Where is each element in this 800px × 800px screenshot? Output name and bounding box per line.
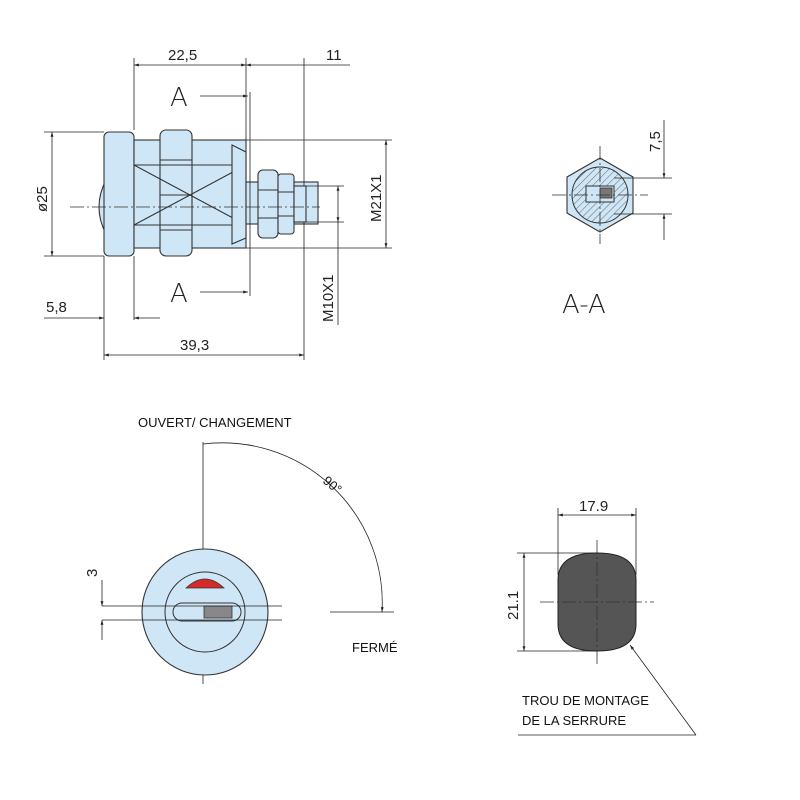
dim-width: 17.9 <box>579 498 608 515</box>
dim-11: 11 <box>326 47 342 64</box>
section-view: 7,5 A-A <box>552 120 672 320</box>
dim-7-5: 7,5 <box>647 131 664 152</box>
hole-label-line2: DE LA SERRURE <box>522 713 626 728</box>
section-title: A-A <box>562 290 606 320</box>
side-view: 22,5 11 ø25 5,8 39,3 M21X1 M10X1 <box>34 47 392 360</box>
dim-dia25: ø25 <box>34 186 51 212</box>
dim-3: 3 <box>84 569 101 577</box>
mounting-hole-view: 17.9 21.1 TROU DE MONTAGE DE LA SERRURE <box>505 498 697 736</box>
dim-22-5: 22,5 <box>168 47 197 64</box>
section-mark-top: A <box>170 83 188 113</box>
label-open: OUVERT/ CHANGEMENT <box>138 415 292 430</box>
dim-m21: M21X1 <box>368 174 385 222</box>
hole-label-line1: TROU DE MONTAGE <box>522 693 649 708</box>
dim-m10: M10X1 <box>320 274 337 322</box>
open-indicator-icon <box>184 578 226 589</box>
angle-label: 90° <box>320 473 345 497</box>
section-mark-bottom: A <box>170 279 188 309</box>
front-view: OUVERT/ CHANGEMENT 90° 3 FERMÉ <box>84 415 398 684</box>
dim-39-3: 39,3 <box>180 337 209 354</box>
dim-height: 21.1 <box>505 591 522 620</box>
dim-5-8: 5,8 <box>46 299 67 316</box>
label-closed: FERMÉ <box>352 640 398 655</box>
